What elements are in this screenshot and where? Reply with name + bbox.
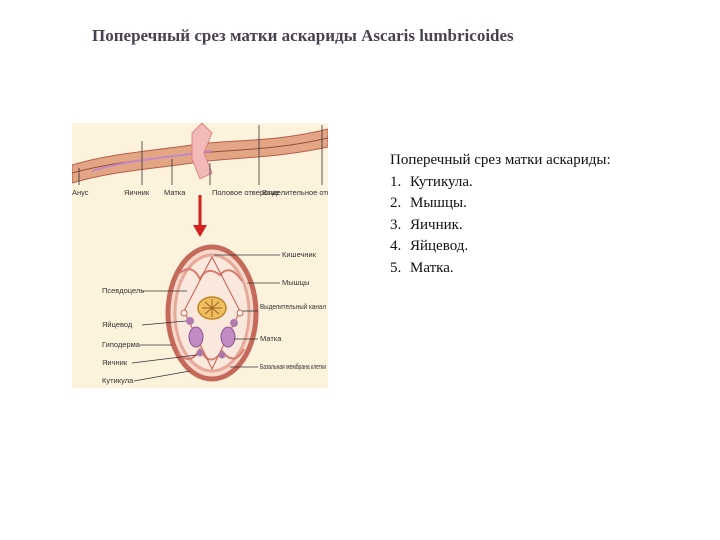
slide-title: Поперечный срез матки аскариды Ascaris l… [92,26,514,45]
legend-item-number: 2. [390,195,402,211]
pointer-line [141,320,187,326]
label-anus: Анус [72,188,89,197]
cross-section-diagram: Анус Яичник Матка Половое отверстие Выде… [72,123,328,385]
legend-item: 2. Мышцы. [390,193,611,215]
pointer-line [133,370,191,382]
ovary-section [218,351,226,359]
legend-item: 3. Яичник. [390,215,611,237]
legend-item-number: 4. [390,238,402,254]
vulva-fold-shape [191,123,213,180]
label-cuticle: Кутикула [102,376,134,385]
legend-block: Поперечный срез матки аскариды: 1. Кутику… [390,150,611,279]
muscle-fibers-bottom [177,346,245,361]
label-uterus-right: Матка [260,334,282,343]
legend-heading: Поперечный срез матки аскариды: [390,152,611,168]
legend-item-text: Кутикула. [410,173,473,190]
down-arrow-icon [193,225,207,237]
label-muscles: Мышцы [282,278,309,287]
legend-item-number: 5. [390,259,402,276]
legend-item-number: 1. [390,173,402,190]
pseudocoel-lines [183,255,241,371]
legend-item: 5. Матка. [390,258,611,280]
label-pseudocoel: Псевдоцель [102,286,144,295]
pointer-line [131,354,198,364]
label-intestine: Кишечник [282,250,317,259]
oviduct-section [230,319,238,327]
excretory-canal-right [236,309,244,317]
label-excretory-pore: Выделительное отверстие [262,188,328,197]
label-excretory-canal: Выделительный канал [260,302,326,311]
legend-item-text: Мышцы. [410,195,467,211]
legend-item: 1. Кутикула. [390,172,611,194]
label-basal-membrane: Базальная мембрана клетки [260,362,326,371]
legend-item-number: 3. [390,216,402,233]
uterus-section-left [188,326,204,348]
uterus-section-right [220,326,236,348]
ovary-section [196,349,204,357]
legend-item-text: Яичник. [410,216,463,233]
label-oviduct: Яйцевод [102,320,133,329]
excretory-canal-left [180,309,188,317]
label-uterus-top: Матка [164,188,186,197]
oviduct-section [186,317,194,325]
legend-list: 1. Кутикула. 2. Мышцы. 3. Яичник. 4. Яйцевод… [390,172,611,280]
label-genital-pore: Половое отверстие [212,188,280,197]
roundworm-cross-section-figure: Анус Яичник Матка Половое отверстие Выде… [72,123,328,388]
muscle-fibers-top [179,268,243,282]
label-hypodermis: Гиподерма [102,340,141,349]
legend-item: 4. Яйцевод. [390,236,611,258]
intestine-lumen [202,299,222,317]
legend-item-text: Матка. [410,259,454,276]
legend-item-text: Яйцевод. [410,238,469,254]
label-ovary-top: Яичник [124,188,150,197]
label-ovary-left: Яичник [102,358,128,367]
